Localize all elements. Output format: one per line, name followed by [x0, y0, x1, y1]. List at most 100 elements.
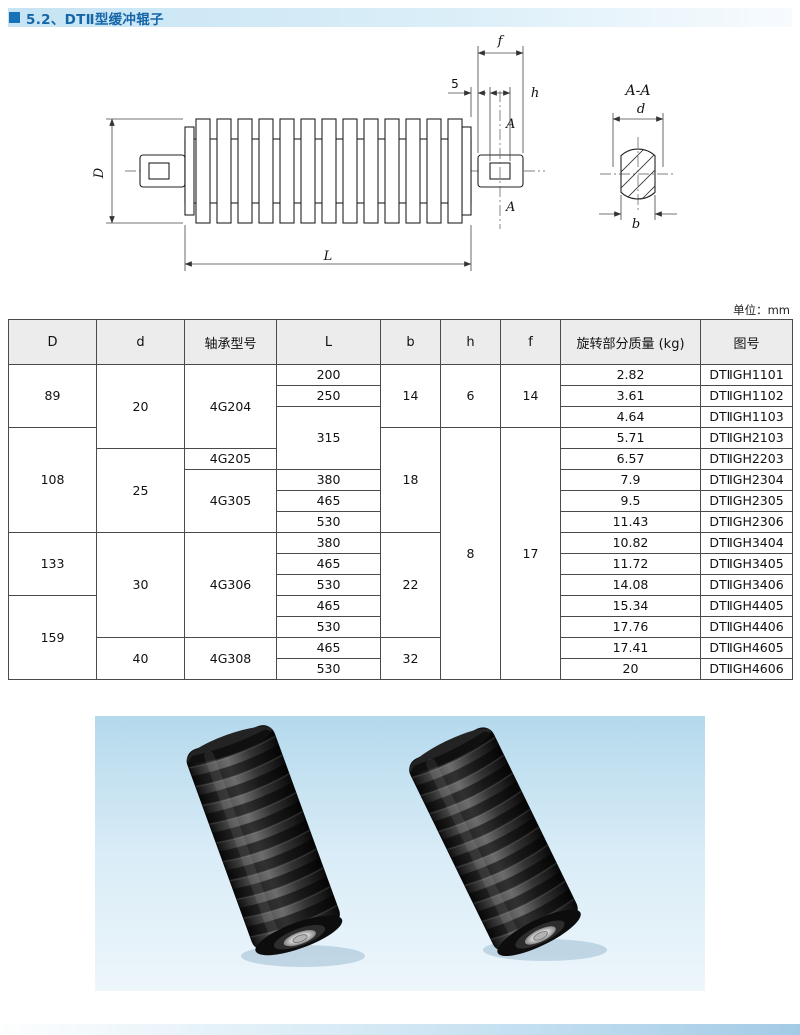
- table-cell: 465: [276, 490, 381, 512]
- table-cell: 14: [500, 364, 561, 428]
- table-cell: 14: [380, 364, 441, 428]
- product-photo: [95, 716, 705, 991]
- section-title: 5.2、DTⅡ型缓冲辊子: [26, 11, 164, 28]
- table-cell: 14.08: [560, 574, 701, 596]
- table-cell: DTⅡGH4405: [700, 595, 793, 617]
- label-d: d: [637, 102, 645, 117]
- table-cell: 18: [380, 427, 441, 533]
- column-header: f: [500, 319, 561, 365]
- table-cell: 6.57: [560, 448, 701, 470]
- section-header-bar: 5.2、DTⅡ型缓冲辊子: [8, 8, 792, 28]
- table-cell: 4.64: [560, 406, 701, 428]
- right-shaft-bracket: [477, 154, 524, 188]
- column-header: 旋转部分质量 (kg): [560, 319, 701, 365]
- dimension-b: b: [599, 195, 677, 232]
- table-cell: 4G306: [184, 532, 277, 638]
- roller-dimension-drawing: D L f 5 h A A A-A: [92, 34, 677, 271]
- table-cell: DTⅡGH1103: [700, 406, 793, 428]
- table-cell: 4G305: [184, 469, 277, 533]
- table-cell: DTⅡGH4406: [700, 616, 793, 638]
- table-cell: 530: [276, 574, 381, 596]
- table-cell: DTⅡGH4606: [700, 658, 793, 680]
- table-cell: 10.82: [560, 532, 701, 554]
- section-view-AA: A-A d b: [599, 83, 677, 232]
- table-cell: 30: [96, 532, 185, 638]
- table-cell: 15.34: [560, 595, 701, 617]
- table-cell: 2.82: [560, 364, 701, 386]
- column-header: L: [276, 319, 381, 365]
- table-cell: DTⅡGH4605: [700, 637, 793, 659]
- table-cell: 530: [276, 511, 381, 533]
- table-cell: 159: [8, 595, 97, 680]
- table-cell: 32: [380, 637, 441, 680]
- table-cell: 380: [276, 469, 381, 491]
- table-cell: 465: [276, 637, 381, 659]
- section-cut-line: A A: [499, 91, 515, 229]
- table-cell: 133: [8, 532, 97, 596]
- table-cell: 250: [276, 385, 381, 407]
- table-cell: 40: [96, 637, 185, 680]
- table-cell: 108: [8, 427, 97, 533]
- roller-rings: [195, 118, 463, 224]
- table-cell: DTⅡGH2306: [700, 511, 793, 533]
- table-cell: 4G204: [184, 364, 277, 449]
- column-header: h: [440, 319, 501, 365]
- left-shaft-bracket: [139, 154, 186, 188]
- label-f: f: [497, 34, 505, 49]
- column-header: d: [96, 319, 185, 365]
- column-header: 轴承型号: [184, 319, 277, 365]
- technical-drawing: D L f 5 h A A A-A: [0, 31, 800, 303]
- column-header: b: [380, 319, 441, 365]
- table-cell: 465: [276, 553, 381, 575]
- table-cell: 9.5: [560, 490, 701, 512]
- table-cell: 200: [276, 364, 381, 386]
- table-cell: 17: [500, 427, 561, 680]
- table-cell: DTⅡGH2103: [700, 427, 793, 449]
- table-cell: 11.72: [560, 553, 701, 575]
- section-bullet-icon: [9, 12, 20, 23]
- table-cell: DTⅡGH3406: [700, 574, 793, 596]
- table-cell: DTⅡGH1102: [700, 385, 793, 407]
- column-header: D: [8, 319, 97, 365]
- table-cell: 6: [440, 364, 501, 428]
- table-cell: 4G205: [184, 448, 277, 470]
- label-5: 5: [451, 77, 459, 91]
- dimension-L: L: [184, 225, 472, 271]
- table-cell: 20: [560, 658, 701, 680]
- roller-body: [184, 118, 472, 224]
- table-cell: 530: [276, 658, 381, 680]
- table-cell: 17.41: [560, 637, 701, 659]
- table-cell: 17.76: [560, 616, 701, 638]
- table-cell: 11.43: [560, 511, 701, 533]
- label-b: b: [632, 217, 640, 232]
- table-cell: 380: [276, 532, 381, 554]
- table-cell: 22: [380, 532, 441, 638]
- dimension-d: d: [612, 102, 664, 167]
- table-cell: DTⅡGH1101: [700, 364, 793, 386]
- label-A-top: A: [505, 117, 515, 132]
- table-cell: DTⅡGH3405: [700, 553, 793, 575]
- table-cell: 530: [276, 616, 381, 638]
- table-cell: DTⅡGH3404: [700, 532, 793, 554]
- table-cell: 465: [276, 595, 381, 617]
- dimension-f: f: [477, 34, 524, 153]
- table-cell: 7.9: [560, 469, 701, 491]
- label-A-bottom: A: [505, 200, 515, 215]
- rollers-photo-image: [95, 716, 705, 991]
- table-cell: DTⅡGH2203: [700, 448, 793, 470]
- label-D: D: [92, 167, 107, 179]
- table-cell: DTⅡGH2304: [700, 469, 793, 491]
